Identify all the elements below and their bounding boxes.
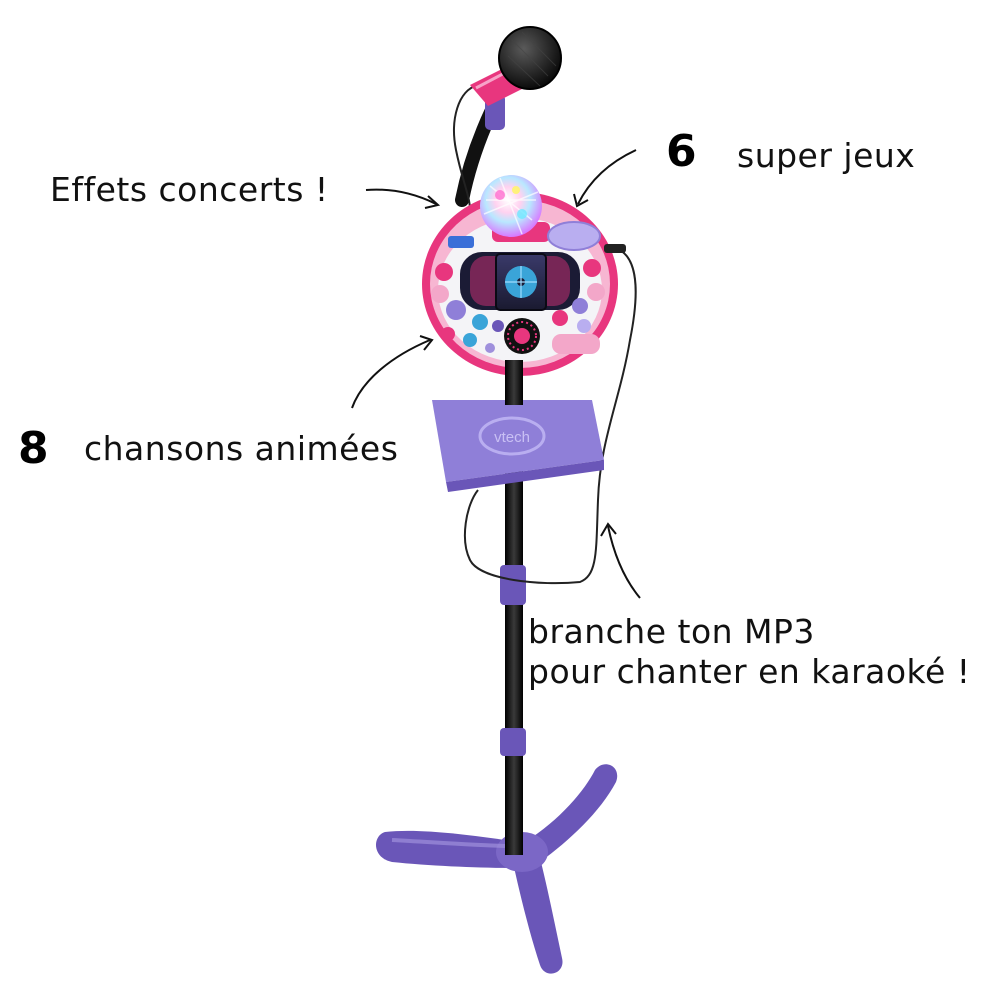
lower-pole [505,470,523,855]
brand-badge [448,236,474,248]
pole-clamp-lower [500,728,526,756]
left-button-4 [441,327,455,341]
right-button-1 [583,259,601,277]
tripod-base [375,764,618,974]
upper-pole [505,360,523,405]
right-pad [552,334,600,354]
right-button-2 [587,283,605,301]
left-button-1 [435,263,453,281]
mic-cable [453,84,479,211]
right-button-3 [572,298,588,314]
left-button-3 [446,300,466,320]
arrow-effects [365,188,437,205]
arrow-mp3 [607,525,641,599]
left-button-5 [463,333,477,347]
audio-jack [604,244,626,253]
left-button-7 [472,314,488,330]
arrow-songs [351,339,431,409]
games-number: 6 [666,126,697,177]
left-button-6 [485,343,495,353]
songs-label: chansons animées [84,429,399,468]
left-button-2 [431,285,449,303]
left-button-8 [492,320,504,332]
arrow-games [577,149,637,205]
karaoke-console [422,175,626,376]
mp3-cable [463,249,637,585]
microphone [470,26,562,106]
mp3-label-line1: branche ton MP3 [528,612,815,651]
songs-number: 8 [18,423,49,474]
disco-ball [480,175,550,242]
games-button [547,221,601,251]
pole-clamp-middle [500,565,526,605]
disc-icon [505,266,537,298]
mp3-label-line2: pour chanter en karaoké ! [528,652,971,691]
right-button-5 [577,319,591,333]
right-button-4 [552,310,568,326]
effects-label: Effets concerts ! [50,170,329,209]
tray-logo: vtech [494,429,530,446]
games-label: super jeux [737,136,916,175]
